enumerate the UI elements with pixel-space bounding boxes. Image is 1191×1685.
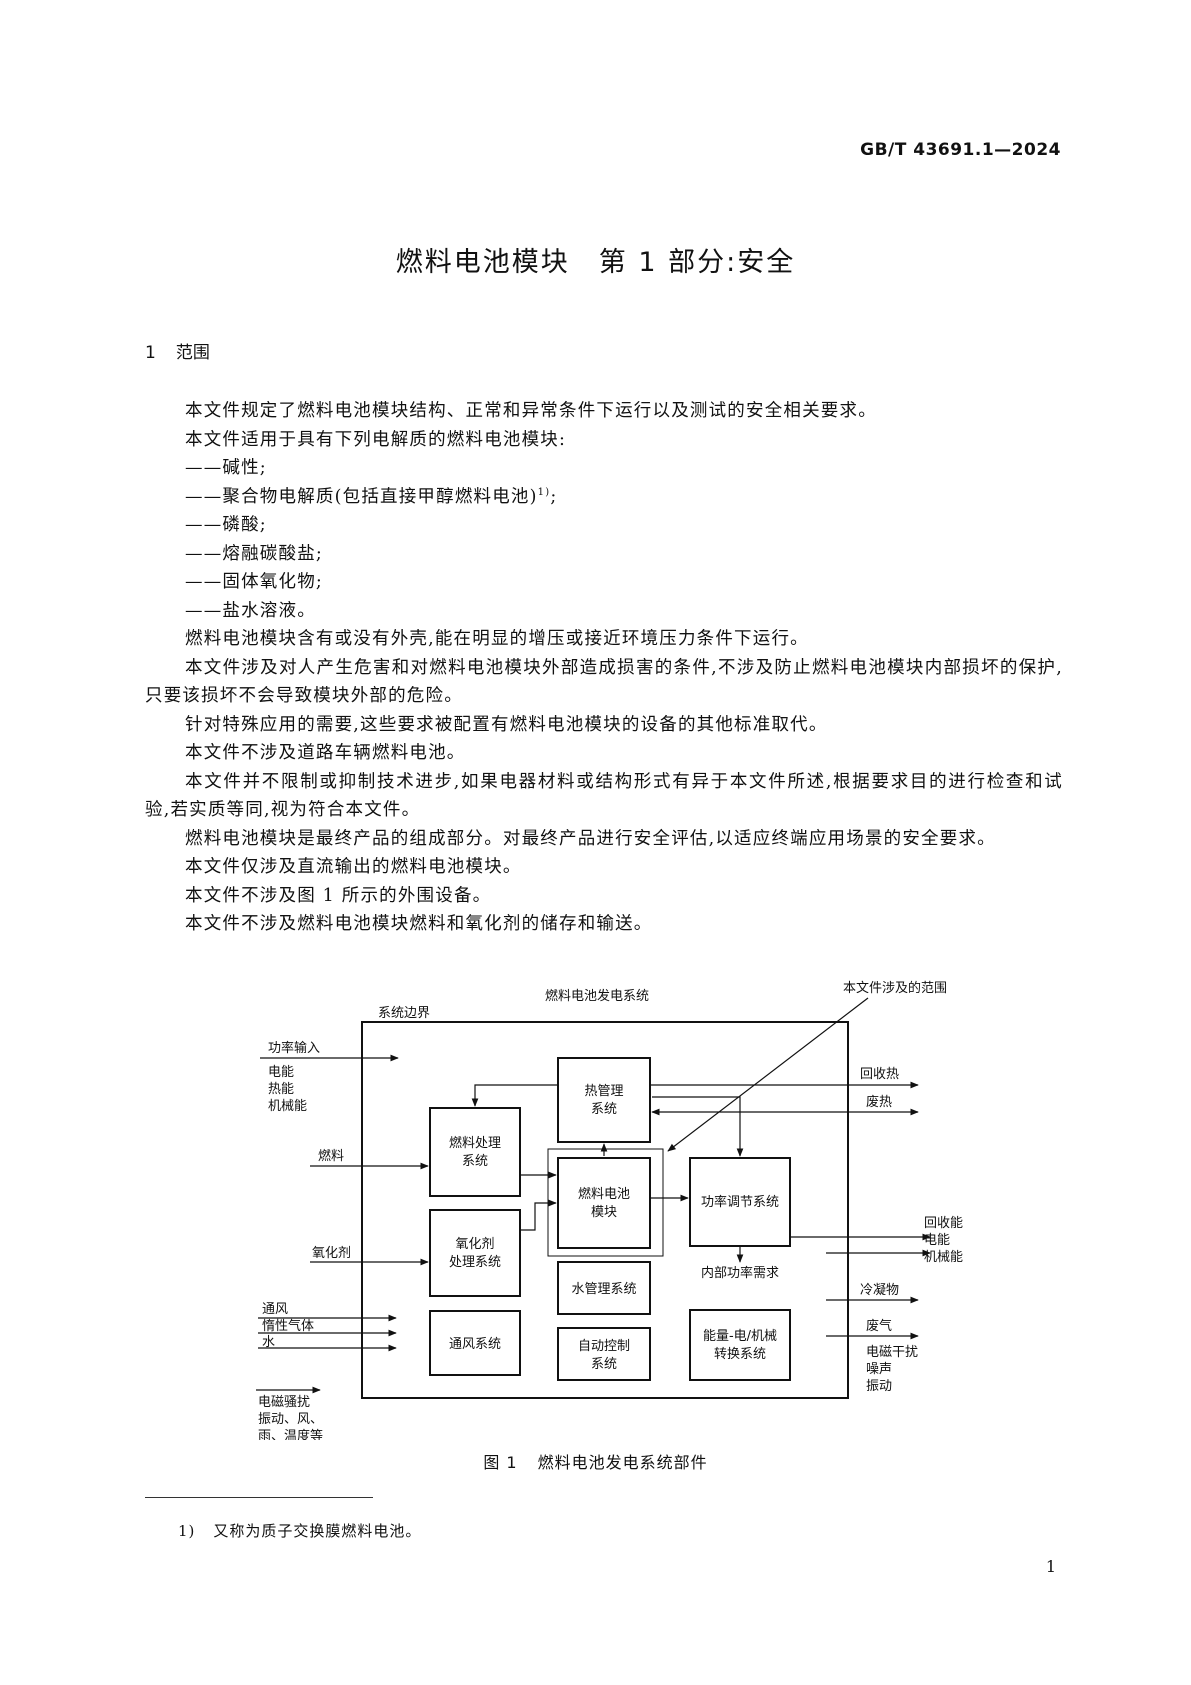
body-text: 本文件规定了燃料电池模块结构、正常和异常条件下运行以及测试的安全相关要求。 本文… <box>145 397 1063 939</box>
input-power-type: 机械能 <box>268 1099 307 1114</box>
input-vent-label: 水 <box>262 1335 275 1350</box>
block-oxidant-processing: 氧化剂 处理系统 <box>429 1209 521 1297</box>
paragraph: 本文件适用于具有下列电解质的燃料电池模块: <box>185 429 567 450</box>
output-recovered-energy: 回收能 <box>924 1216 963 1231</box>
footnote-ref[interactable]: 1) <box>537 486 551 498</box>
svg-text:模块: 模块 <box>591 1205 617 1220</box>
svg-text:系统: 系统 <box>462 1154 488 1169</box>
block-ventilation: 通风系统 <box>429 1310 521 1376</box>
list-item: ——聚合物电解质(包括直接甲醇燃料电池)1); <box>145 483 1063 512</box>
output-emissions: 电磁干扰 <box>866 1345 918 1360</box>
input-arrows <box>256 1054 429 1394</box>
output-exhaust: 废气 <box>866 1318 892 1334</box>
svg-text:自动控制: 自动控制 <box>578 1339 630 1354</box>
input-power-label: 功率输入 <box>268 1040 320 1056</box>
input-oxidant-label: 氧化剂 <box>312 1246 351 1261</box>
input-emi-label: 雨、温度等 <box>258 1428 323 1440</box>
paragraph: 针对特殊应用的需要,这些要求被配置有燃料电池模块的设备的其他标准取代。 <box>185 714 828 735</box>
section-number: 1 <box>145 343 156 363</box>
paragraph: 本文件仅涉及直流输出的燃料电池模块。 <box>185 857 522 877</box>
block-thermal-management: 热管理 系统 <box>557 1057 651 1143</box>
input-power-type: 电能 <box>268 1065 294 1080</box>
output-arrows <box>790 1081 931 1340</box>
block-water-management: 水管理系统 <box>557 1261 651 1315</box>
svg-text:系统: 系统 <box>591 1102 617 1117</box>
input-emi-label: 电磁骚扰 <box>258 1395 310 1410</box>
figure-caption-text: 燃料电池发电系统部件 <box>537 1453 708 1472</box>
input-emi-label: 振动、风、 <box>258 1412 323 1427</box>
footnote-mark: 1) <box>178 1522 196 1540</box>
document-title: 燃料电池模块 第 1 部分:安全 <box>395 247 796 278</box>
block-energy-conversion: 能量-电/机械 转换系统 <box>689 1309 791 1381</box>
svg-text:热管理: 热管理 <box>584 1084 623 1099</box>
svg-text:系统: 系统 <box>591 1357 617 1372</box>
block-power-conditioning: 功率调节系统 <box>689 1157 791 1247</box>
svg-text:燃料处理: 燃料处理 <box>449 1135 501 1151</box>
svg-text:氧化剂: 氧化剂 <box>455 1237 494 1252</box>
paragraph: 燃料电池模块含有或没有外壳,能在明显的增压或接近环境压力条件下运行。 <box>185 629 809 649</box>
paragraph: 燃料电池模块是最终产品的组成部分。对最终产品进行安全评估,以适应终端应用场景的安… <box>185 828 996 849</box>
svg-text:燃料电池: 燃料电池 <box>578 1186 630 1202</box>
output-waste-heat: 废热 <box>866 1094 892 1110</box>
paragraph: 本文件并不限制或抑制技术进步,如果电器材料或结构形式有异于本文件所述,根据要求目… <box>145 771 1063 821</box>
diagram-scope-label: 本文件涉及的范围 <box>843 980 947 996</box>
output-condensate: 冷凝物 <box>860 1282 899 1298</box>
system-boundary <box>361 1021 849 1399</box>
list-item-text: ——聚合物电解质(包括直接甲醇燃料电池) <box>185 486 538 507</box>
input-vent-label: 通风 <box>262 1302 288 1317</box>
output-emissions: 振动 <box>866 1379 892 1394</box>
list-item: ——磷酸; <box>185 515 267 535</box>
internal-flow-arrows <box>471 1084 848 1263</box>
diagram-top-label: 燃料电池发电系统 <box>545 988 649 1004</box>
block-fuel-processing: 燃料处理 系统 <box>429 1107 521 1197</box>
paragraph: 本文件不涉及图 1 所示的外围设备。 <box>185 885 492 906</box>
svg-text:处理系统: 处理系统 <box>449 1255 501 1270</box>
output-recovered-energy: 电能 <box>924 1233 950 1248</box>
figure-caption: 图 1 燃料电池发电系统部件 <box>0 1449 1191 1473</box>
scope-outline <box>547 1148 664 1257</box>
output-recovered-heat: 回收热 <box>860 1067 899 1082</box>
list-item: ——熔融碳酸盐; <box>185 543 323 564</box>
page-number: 1 <box>1045 1557 1056 1576</box>
block-fuel-cell-module: 燃料电池 模块 <box>557 1157 651 1249</box>
paragraph: 本文件不涉及道路车辆燃料电池。 <box>185 743 466 763</box>
section-heading: 1 范围 <box>145 338 210 363</box>
block-automatic-control: 自动控制 系统 <box>557 1327 651 1381</box>
list-item: ——碱性; <box>185 458 267 478</box>
footnote: 1) 又称为质子交换膜燃料电池。 <box>178 1520 421 1541</box>
list-item: ——盐水溶液。 <box>185 600 316 621</box>
output-emissions: 噪声 <box>866 1362 892 1377</box>
svg-text:通风系统: 通风系统 <box>449 1337 501 1352</box>
svg-text:水管理系统: 水管理系统 <box>571 1282 636 1297</box>
svg-text:能量-电/机械: 能量-电/机械 <box>703 1329 777 1344</box>
list-item-suffix: ; <box>550 486 558 507</box>
figure-label: 图 1 <box>483 1453 518 1472</box>
internal-power-label: 内部功率需求 <box>701 1265 779 1281</box>
svg-text:转换系统: 转换系统 <box>714 1347 766 1362</box>
list-item: ——固体氧化物; <box>185 572 323 592</box>
output-recovered-energy: 机械能 <box>924 1250 963 1265</box>
standard-code: GB/T 43691.1—2024 <box>860 140 1061 160</box>
paragraph: 本文件涉及对人产生危害和对燃料电池模块外部造成损害的条件,不涉及防止燃料电池模块… <box>145 657 1063 707</box>
input-fuel-label: 燃料 <box>318 1148 344 1164</box>
scope-pointer-arrow <box>667 997 869 1152</box>
footnote-divider <box>145 1497 373 1498</box>
paragraph: 本文件规定了燃料电池模块结构、正常和异常条件下运行以及测试的安全相关要求。 <box>185 401 877 421</box>
input-vent-label: 惰性气体 <box>262 1318 314 1334</box>
section-title: 范围 <box>175 343 210 363</box>
input-power-type: 热能 <box>268 1082 294 1097</box>
svg-text:功率调节系统: 功率调节系统 <box>701 1194 779 1210</box>
system-boundary-label: 系统边界 <box>378 1006 430 1021</box>
footnote-text: 又称为质子交换膜燃料电池。 <box>213 1522 422 1540</box>
paragraph: 本文件不涉及燃料电池模块燃料和氧化剂的储存和输送。 <box>185 914 653 934</box>
fuel-cell-system-diagram: 燃料电池发电系统 本文件涉及的范围 系统边界 热管理 系统 燃料处理 系统 燃料… <box>256 980 963 1440</box>
